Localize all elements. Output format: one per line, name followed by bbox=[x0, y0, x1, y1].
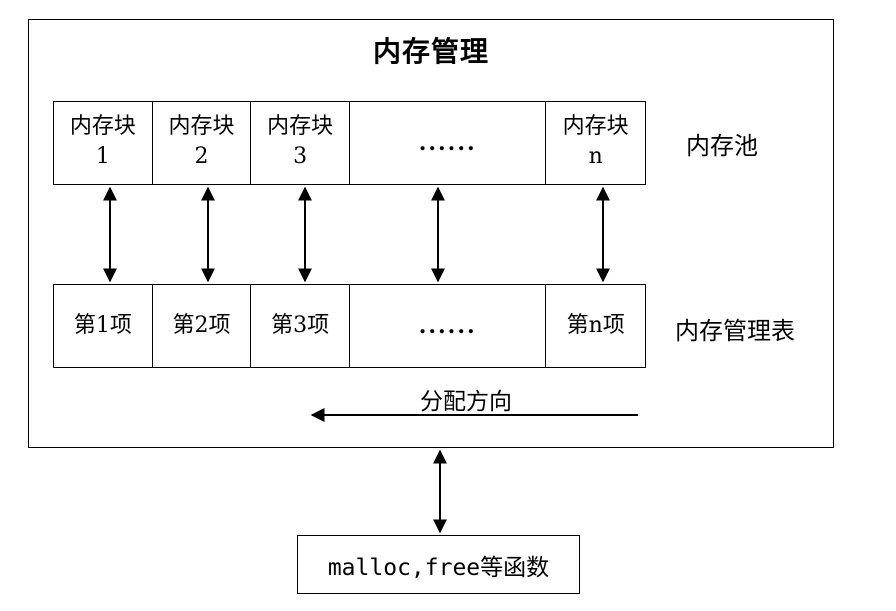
table-item-3: 第3项 bbox=[251, 285, 351, 367]
table-item-ellipsis: ...... bbox=[350, 285, 547, 367]
memory-block-n: 内存块 n bbox=[546, 102, 645, 184]
table-item-2: 第2项 bbox=[153, 285, 252, 367]
memory-block-3: 内存块 3 bbox=[251, 102, 351, 184]
memory-block-ellipsis: ...... bbox=[350, 102, 547, 184]
memory-table-row: 第1项 第2项 第3项 ...... 第n项 bbox=[53, 284, 646, 368]
memory-table-label: 内存管理表 bbox=[675, 317, 795, 345]
memory-block-ellipsis-label: ...... bbox=[418, 130, 477, 156]
memory-block-1-index: 1 bbox=[95, 144, 110, 169]
memory-pool-label: 内存池 bbox=[686, 132, 758, 160]
memory-block-3-index: 3 bbox=[293, 144, 308, 169]
memory-management-frame bbox=[28, 19, 834, 448]
memory-block-n-index: n bbox=[588, 144, 603, 169]
memory-block-2-index: 2 bbox=[194, 144, 209, 169]
memory-block-1-label: 内存块 bbox=[69, 114, 136, 139]
memory-pool-row: 内存块 1 内存块 2 内存块 3 ...... 内存块 n bbox=[53, 101, 646, 185]
memory-block-n-label: 内存块 bbox=[562, 114, 629, 139]
diagram-title: 内存管理 bbox=[372, 35, 489, 68]
memory-block-1: 内存块 1 bbox=[54, 102, 153, 184]
functions-box: malloc,free等函数 bbox=[297, 535, 580, 594]
memory-block-2: 内存块 2 bbox=[153, 102, 252, 184]
functions-label: malloc,free等函数 bbox=[327, 554, 550, 581]
table-item-1: 第1项 bbox=[54, 285, 153, 367]
memory-block-2-label: 内存块 bbox=[168, 114, 235, 139]
memory-block-3-label: 内存块 bbox=[267, 114, 334, 139]
table-item-n: 第n项 bbox=[566, 313, 625, 338]
direction-label: 分配方向 bbox=[420, 389, 512, 415]
